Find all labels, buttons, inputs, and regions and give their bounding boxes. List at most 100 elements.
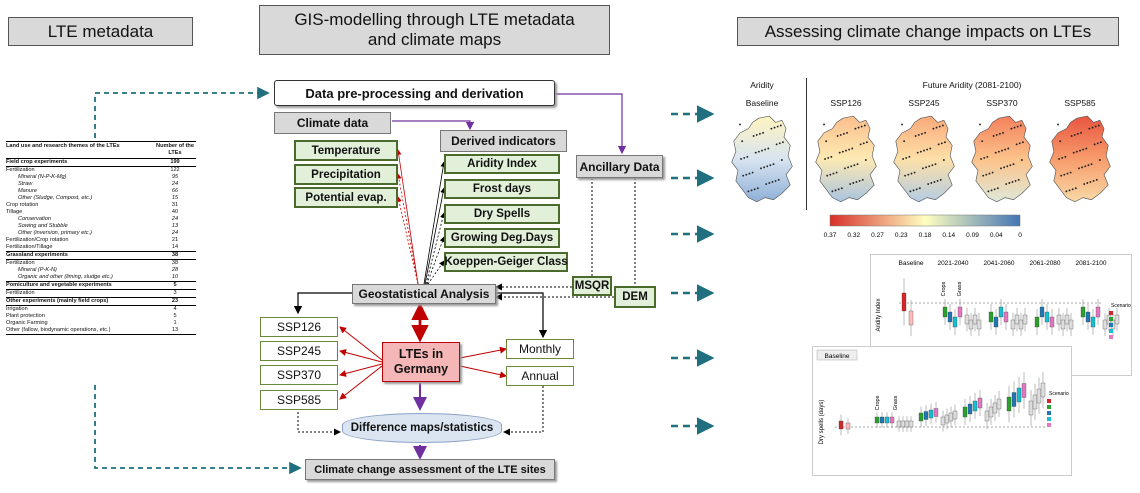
aridity-index-box: Aridity Index (444, 154, 560, 174)
germany-map-baseline (731, 115, 793, 203)
derived-indicators-box: Derived indicators (440, 130, 567, 152)
boxplot-box (1006, 396, 1012, 412)
legend-swatch (1109, 317, 1113, 321)
axis-label: Aridity Index (876, 298, 882, 331)
lte-themes-table: Land use and research themes of the LTEs… (6, 141, 196, 335)
legend-tick: 0.37 (824, 232, 837, 239)
boxplot-box (942, 306, 948, 318)
boxplot-box (838, 420, 844, 430)
boxplot-box (918, 412, 924, 422)
table-row: Other (fallow, biodynamic operations, et… (6, 327, 196, 335)
boxplot-box (928, 409, 934, 419)
row-value: 23 (171, 298, 179, 304)
dem-box: DEM (614, 286, 656, 308)
boxplot-box (976, 319, 982, 330)
boxplot-box (964, 314, 970, 325)
ancillary-data-box: Ancillary Data (576, 155, 663, 178)
boxplot-box (901, 292, 907, 312)
row-label: Irrigation (6, 306, 28, 312)
boxplot-box (967, 403, 973, 415)
row-label: Mineral (P-K-N) (18, 267, 57, 273)
ssp585-box: SSP585 (260, 390, 338, 410)
ssp370-box: SSP370 (260, 365, 338, 385)
boxplot-box (1028, 400, 1034, 416)
row-label: Fertilization/Crop rotation (6, 237, 69, 243)
period-label: 2061-2080 (1029, 260, 1060, 267)
boxplot-box (1014, 314, 1020, 325)
row-label: Tillage (6, 209, 23, 215)
row-value: 40 (171, 209, 179, 215)
monthly-box: Monthly (506, 339, 574, 359)
boxplot-box (957, 306, 963, 318)
legend-tick: 0 (1018, 232, 1022, 239)
row-label: Pomiculture and vegetable experiments (6, 282, 112, 288)
boxplot-box (998, 306, 1004, 318)
boxplot-box (1085, 311, 1091, 323)
table-row: Other (inversion, primary etc.)24 (6, 230, 196, 237)
row-value: 28 (171, 267, 179, 273)
row-label: Fertilization (6, 167, 35, 173)
boxplot-box (884, 416, 890, 424)
legend-swatch (1109, 335, 1113, 339)
ltes-in-germany-box: LTEs in Germany (382, 342, 460, 382)
boxplot-box (1049, 316, 1055, 328)
row-label: Other (Sludge, Compost, etc.) (18, 195, 93, 201)
row-value: 122 (170, 167, 180, 173)
boxplot-box (984, 410, 990, 422)
boxplot-box (947, 311, 953, 323)
row-value: 24 (171, 216, 179, 222)
boxplot-box (992, 402, 998, 414)
row-value: 24 (171, 230, 179, 236)
preprocessing-box: Data pre-processing and derivation (274, 80, 555, 106)
germany-map-ssp370 (971, 115, 1033, 203)
row-label: Organic Farming (6, 320, 48, 326)
table-row: Conservation 24 (6, 216, 196, 223)
row-value: 66 (171, 188, 179, 194)
boxplot-box (993, 316, 999, 328)
table-row: Other (Sludge, Compost, etc.)15 (6, 195, 196, 202)
koeppen-geiger-box: Koeppen-Geiger Class (444, 252, 568, 272)
row-value: 199 (170, 159, 180, 165)
boxplot-box (988, 311, 994, 323)
legend-title: Scenario (1049, 391, 1069, 397)
germany-map-ssp585 (1049, 115, 1111, 203)
ssp245-box: SSP245 (260, 341, 338, 361)
boxplot-box (988, 406, 994, 418)
legend-swatch (1047, 423, 1051, 427)
map-panel-label: SSP245 (908, 98, 940, 108)
table-row: Tillage 40 (6, 209, 196, 216)
table-col1: Land use and research themes of the LTEs (6, 143, 120, 149)
legend-tick: 0.27 (871, 232, 884, 239)
row-label: Field crop experiments (6, 159, 68, 165)
legend-tick: 0.18 (919, 232, 932, 239)
legend-title: Scenario (1111, 303, 1131, 309)
ssp126-box: SSP126 (260, 317, 338, 337)
aridity-maps-panel: Aridity Future Aridity (2081-2100) Basel… (722, 76, 1124, 246)
boxplot-box (972, 314, 978, 325)
period-label: Baseline (899, 260, 924, 267)
legend-swatch (1109, 323, 1113, 327)
boxplot-box (1016, 387, 1022, 403)
table-row: Mineral (N-P-K-Mg)95 (6, 174, 196, 181)
boxplot-box (1068, 319, 1074, 330)
boxplot-box (1011, 392, 1017, 407)
annual-box: Annual (506, 366, 574, 386)
group-label: Grass (893, 395, 899, 410)
map-panel-label: SSP126 (830, 98, 862, 108)
legend-tick: 0.09 (966, 232, 979, 239)
row-label: Conservation (18, 216, 51, 222)
row-value: 38 (171, 252, 179, 258)
boxplot-box (1064, 314, 1070, 325)
group-label: Crops (875, 395, 881, 410)
legend-swatch (1047, 417, 1051, 421)
row-value: 3 (173, 290, 177, 296)
